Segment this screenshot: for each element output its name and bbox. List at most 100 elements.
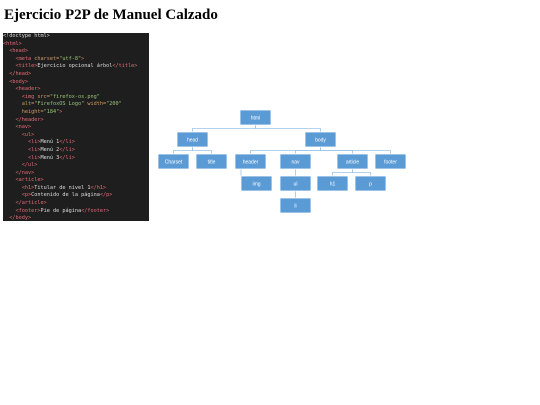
code-line: <article> (3, 177, 149, 185)
code-token: </body> (9, 215, 32, 221)
code-token: <html> (3, 40, 22, 47)
code-token: <li> (28, 146, 41, 153)
tree-node-box (279, 197, 312, 214)
tree-edge (192, 147, 212, 154)
tree-node-box (195, 153, 228, 170)
tree-node-h1: h1 (316, 175, 349, 192)
tree-node-label: header (243, 159, 259, 165)
code-token: Menú 3 (40, 154, 60, 161)
code-token: <li> (28, 154, 41, 161)
tree-node-label: h1 (330, 181, 336, 187)
code-token: </header> (15, 116, 44, 123)
code-line: <li>Menú 3</li> (3, 155, 149, 163)
code-token: <article> (15, 177, 44, 184)
code-token: <footer> (15, 207, 41, 214)
code-line: <meta charset="utf-8"> (3, 56, 149, 64)
tree-node-box (374, 153, 407, 170)
code-line: <header> (3, 86, 149, 94)
tree-node-box (336, 153, 369, 170)
tree-node-box (176, 131, 209, 148)
tree-node-box (157, 153, 190, 170)
code-token: "200" (106, 101, 122, 108)
tree-node-ul: ul (279, 175, 312, 192)
tree-node-label: ul (294, 181, 298, 187)
tree-edge (320, 147, 391, 154)
code-line: </nav> (3, 170, 149, 178)
tree-edge (352, 169, 371, 176)
tree-node-body: body (304, 131, 337, 148)
code-token: </h1> (90, 184, 107, 191)
code-line: </article> (3, 200, 149, 208)
code-token: <ul> (21, 131, 35, 138)
code-token: alt= (21, 101, 35, 108)
tree-node-label: html (251, 115, 260, 121)
tree-node-label: title (208, 159, 216, 165)
code-token: src= (37, 93, 50, 100)
code-token: </p> (99, 192, 113, 199)
tree-node-label: body (315, 137, 326, 143)
code-line: <head> (3, 48, 149, 56)
code-token: </li> (59, 146, 75, 153)
code-token: Titular de nivel 1 (34, 184, 91, 191)
code-line: <ul> (3, 132, 149, 140)
tree-node-p: p (354, 175, 387, 192)
code-token: <p> (21, 192, 32, 199)
tree-node-html: html (239, 109, 272, 126)
code-token: <h1> (21, 184, 35, 191)
tree-node-label: nav (291, 159, 300, 165)
tree-node-label: Charset (165, 159, 183, 165)
code-line: <footer>Pie de página</footer> (3, 208, 149, 216)
code-token: <title> (15, 63, 38, 70)
tree-node-title: title (195, 153, 228, 170)
tree-node-box (354, 175, 387, 192)
code-token: Ejercicio opcional árbol (37, 63, 113, 70)
code-token: </li> (59, 154, 75, 161)
tree-node-label: p (369, 181, 372, 187)
code-token: "utf-8" (59, 55, 82, 62)
tree-node-charset: Charset (157, 153, 190, 170)
code-token: <li> (28, 139, 41, 146)
code-token: Menú 2 (40, 146, 60, 153)
code-line: </ul> (3, 162, 149, 170)
page-title: Ejercicio P2P de Manuel Calzado (4, 7, 218, 23)
code-token: <head> (9, 48, 28, 55)
code-line: alt="FirefoxOS Logo" width="200" (3, 101, 149, 109)
code-token: </ul> (21, 162, 38, 169)
tree-node-label: li (294, 203, 296, 209)
code-token: "FirefoxOS Logo" (34, 101, 88, 108)
code-token: "firefox-os.png" (49, 93, 100, 100)
code-line: <body> (3, 79, 149, 87)
code-token: > (81, 55, 85, 62)
tree-node-footer: footer (374, 153, 407, 170)
code-line: <html> (3, 41, 149, 49)
code-line: <li>Menú 2</li> (3, 147, 149, 155)
code-token: <nav> (15, 124, 32, 131)
code-line: <nav> (3, 124, 149, 132)
code-screenshot: <!doctype html><html> <head> <meta chars… (3, 33, 149, 221)
code-token: <meta (15, 55, 35, 62)
tree-node-label: footer (384, 159, 397, 165)
code-token: width= (87, 101, 107, 108)
tree-edge (295, 147, 321, 154)
code-line: <h1>Titular de nivel 1</h1> (3, 185, 149, 193)
code-token: Pie de página (40, 207, 82, 214)
code-token: </head> (9, 70, 32, 77)
tree-node-article: article (336, 153, 369, 170)
code-line: <title>Ejercicio opcional árbol</title> (3, 63, 149, 71)
tree-node-box (234, 153, 267, 170)
code-token: <!doctype html> (3, 33, 50, 39)
code-line: <!doctype html> (3, 33, 149, 41)
code-token: Contenido de la página (31, 192, 100, 199)
tree-node-head: head (176, 131, 209, 148)
code-token: charset= (34, 55, 60, 62)
code-token: </li> (59, 139, 75, 146)
tree-node-header: header (234, 153, 267, 170)
tree-node-label: article (346, 159, 360, 165)
code-line: </head> (3, 71, 149, 79)
code-token: <header> (15, 86, 41, 93)
tree-node-img: img (240, 175, 273, 192)
tree-node-li: li (279, 197, 312, 214)
code-token: <body> (9, 78, 28, 85)
code-token: Menú 1 (40, 139, 60, 146)
